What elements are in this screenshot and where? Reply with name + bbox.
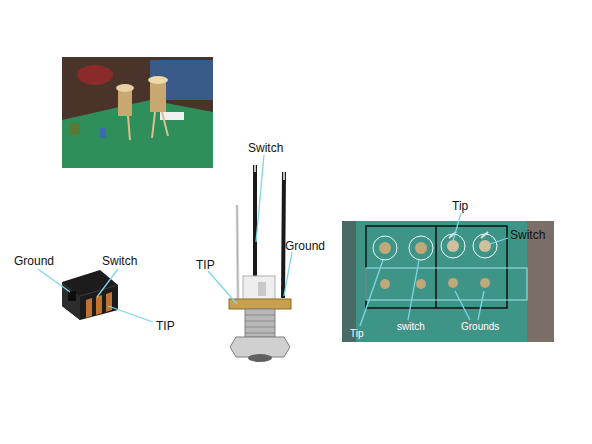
solder-pad [479, 240, 491, 252]
jack-washer [229, 299, 291, 309]
jack-housing [62, 270, 118, 320]
jack-nut [148, 76, 168, 84]
pin-label: TIP [156, 320, 175, 332]
switch-wire [253, 165, 257, 290]
jack-thread [245, 309, 275, 337]
solder-pad [480, 278, 490, 288]
tip-wire [237, 205, 238, 300]
solder-pad [416, 279, 426, 289]
pcb-board [62, 100, 213, 168]
jack-body [150, 80, 166, 112]
pin-label: switch [397, 322, 425, 332]
leader-line [490, 238, 508, 244]
solder-tab [106, 292, 112, 312]
leader-line [208, 271, 237, 304]
pin-label: Switch [510, 229, 545, 241]
photo-edge [342, 221, 356, 342]
pad-circle [409, 236, 433, 260]
solder-pad [415, 242, 427, 254]
leader-lines [38, 155, 508, 326]
jack-nut [116, 84, 134, 92]
leader-line [453, 213, 461, 241]
component [100, 128, 106, 138]
pin-label: TIP [196, 259, 215, 271]
tip-wire-edge [237, 205, 238, 300]
pin-label: Ground [285, 240, 325, 252]
photo-background [62, 57, 213, 168]
solder-pad [448, 278, 458, 288]
ground-wire [283, 172, 284, 298]
solder-tab [86, 298, 92, 318]
component [70, 123, 80, 135]
solder-pad [379, 242, 391, 254]
wire [128, 112, 168, 140]
pcb-photo [342, 221, 554, 342]
pin-label: Grounds [461, 322, 499, 332]
leader-line [284, 252, 292, 296]
leader-line [108, 306, 153, 322]
jack-housing [243, 276, 275, 300]
jack-opening [248, 354, 272, 362]
jack-body [118, 88, 132, 116]
leader-line [360, 260, 383, 326]
wire-end [283, 172, 285, 180]
solder-pad [380, 279, 390, 289]
solder-pad [447, 240, 459, 252]
pin-label: Tip [350, 329, 364, 339]
leader-line [408, 260, 419, 320]
bracket-box [366, 226, 507, 308]
pin-label: Switch [102, 255, 137, 267]
pad-circle [373, 236, 397, 260]
leader-line [97, 269, 118, 297]
leader-line [38, 269, 70, 292]
pin-label: Switch [248, 142, 283, 154]
thread-lines [245, 315, 275, 333]
ground-region [366, 268, 527, 300]
cable [77, 65, 113, 85]
pin-label: Ground [14, 255, 54, 267]
jack-contact [258, 282, 266, 296]
pad-row [373, 234, 497, 289]
pad-circle [473, 234, 497, 258]
pad-circle [441, 234, 465, 258]
wire-end [254, 165, 256, 172]
jack-opening [68, 291, 76, 301]
leader-line [455, 291, 484, 320]
pin-label: Tip [452, 200, 468, 212]
leader-line [256, 155, 264, 242]
solder-tab [96, 295, 102, 315]
